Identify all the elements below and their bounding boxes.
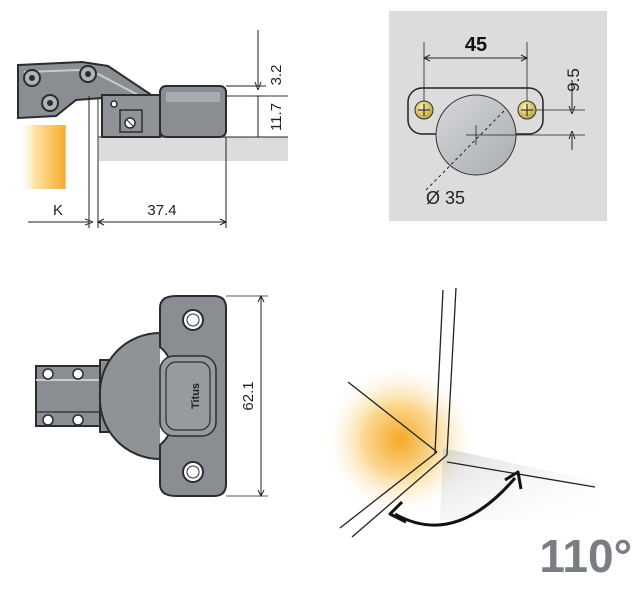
hinge-glow (322, 362, 478, 518)
top-view: Titus 62.1 (35, 294, 268, 498)
opening-angle-diagram: 110° (322, 287, 632, 582)
hinge-cup-side (101, 85, 227, 138)
cabinet-panel (98, 137, 288, 161)
angle-arc-icon (394, 477, 517, 527)
screw-right-icon (517, 100, 537, 120)
drilling-pattern: 45 9.5 Ø 35 (389, 11, 607, 221)
dim-overlay-label: 3.2 (268, 65, 285, 86)
dim-k-label: K (53, 202, 63, 219)
plate-hole-top-icon (182, 309, 204, 331)
dim-height-label: 11.7 (268, 103, 285, 131)
plate-hole-bottom-icon (182, 461, 204, 483)
brand-mark: Titus (190, 383, 202, 409)
hinge-cup-top (98, 331, 161, 461)
screw-left-icon (414, 100, 434, 120)
dim-offset-label: 9.5 (564, 68, 583, 92)
hinge-arm-side (17, 60, 151, 120)
dim-length-label: 62.1 (240, 381, 257, 410)
mounting-plate-top: Titus (159, 295, 227, 497)
dim-spacing-label: 45 (465, 34, 487, 56)
dim-depth-label: 37.4 (147, 202, 176, 219)
dim-diameter-label: Ø 35 (426, 188, 465, 208)
side-view: 3.2 11.7 K 37.4 (17, 30, 288, 228)
door-panel (18, 125, 66, 189)
opening-angle-label: 110° (539, 530, 632, 582)
